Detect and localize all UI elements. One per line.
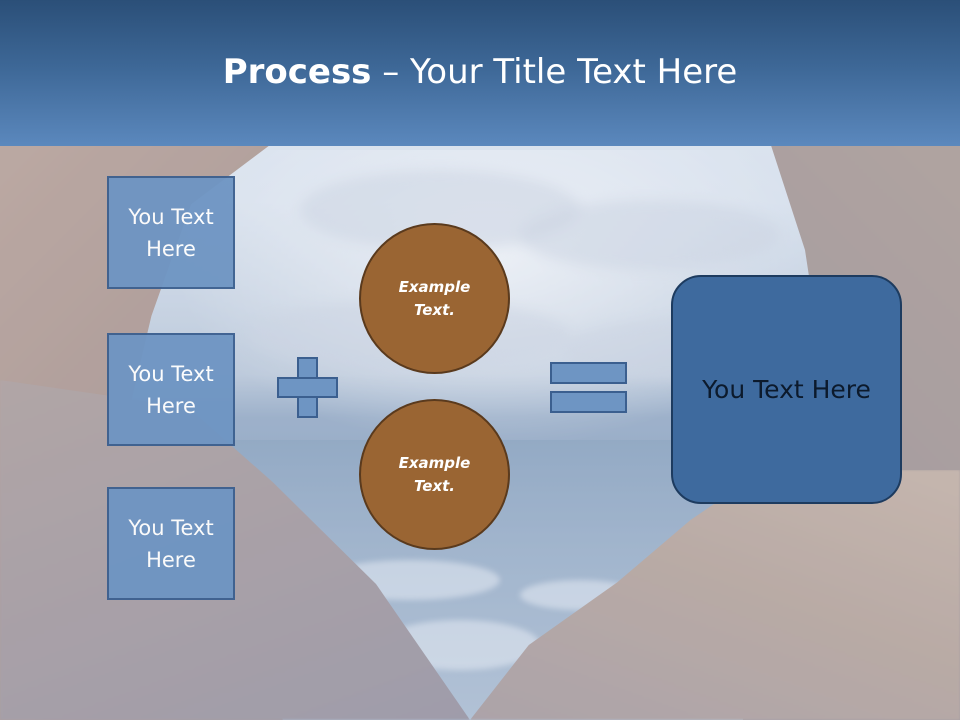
circle-1[interactable]: Example Text.	[359, 223, 510, 374]
title-bold: Process	[222, 52, 372, 92]
left-box-2-label: You Text Here	[128, 361, 214, 418]
left-box-1-label: You Text Here	[128, 204, 214, 261]
result-box[interactable]: You Text Here	[671, 275, 902, 504]
left-box-1[interactable]: You Text Here	[107, 176, 235, 289]
circle-2[interactable]: Example Text.	[359, 399, 510, 550]
left-box-3[interactable]: You Text Here	[107, 487, 235, 600]
title-band	[0, 0, 960, 146]
circle-1-label: Example Text.	[398, 277, 471, 319]
result-label: You Text Here	[702, 375, 871, 404]
slide-title[interactable]: Process – Your Title Text Here	[0, 52, 960, 92]
left-box-3-label: You Text Here	[128, 515, 214, 572]
circle-2-label: Example Text.	[398, 453, 471, 495]
title-rest: – Your Title Text Here	[371, 52, 738, 92]
left-box-2[interactable]: You Text Here	[107, 333, 235, 446]
